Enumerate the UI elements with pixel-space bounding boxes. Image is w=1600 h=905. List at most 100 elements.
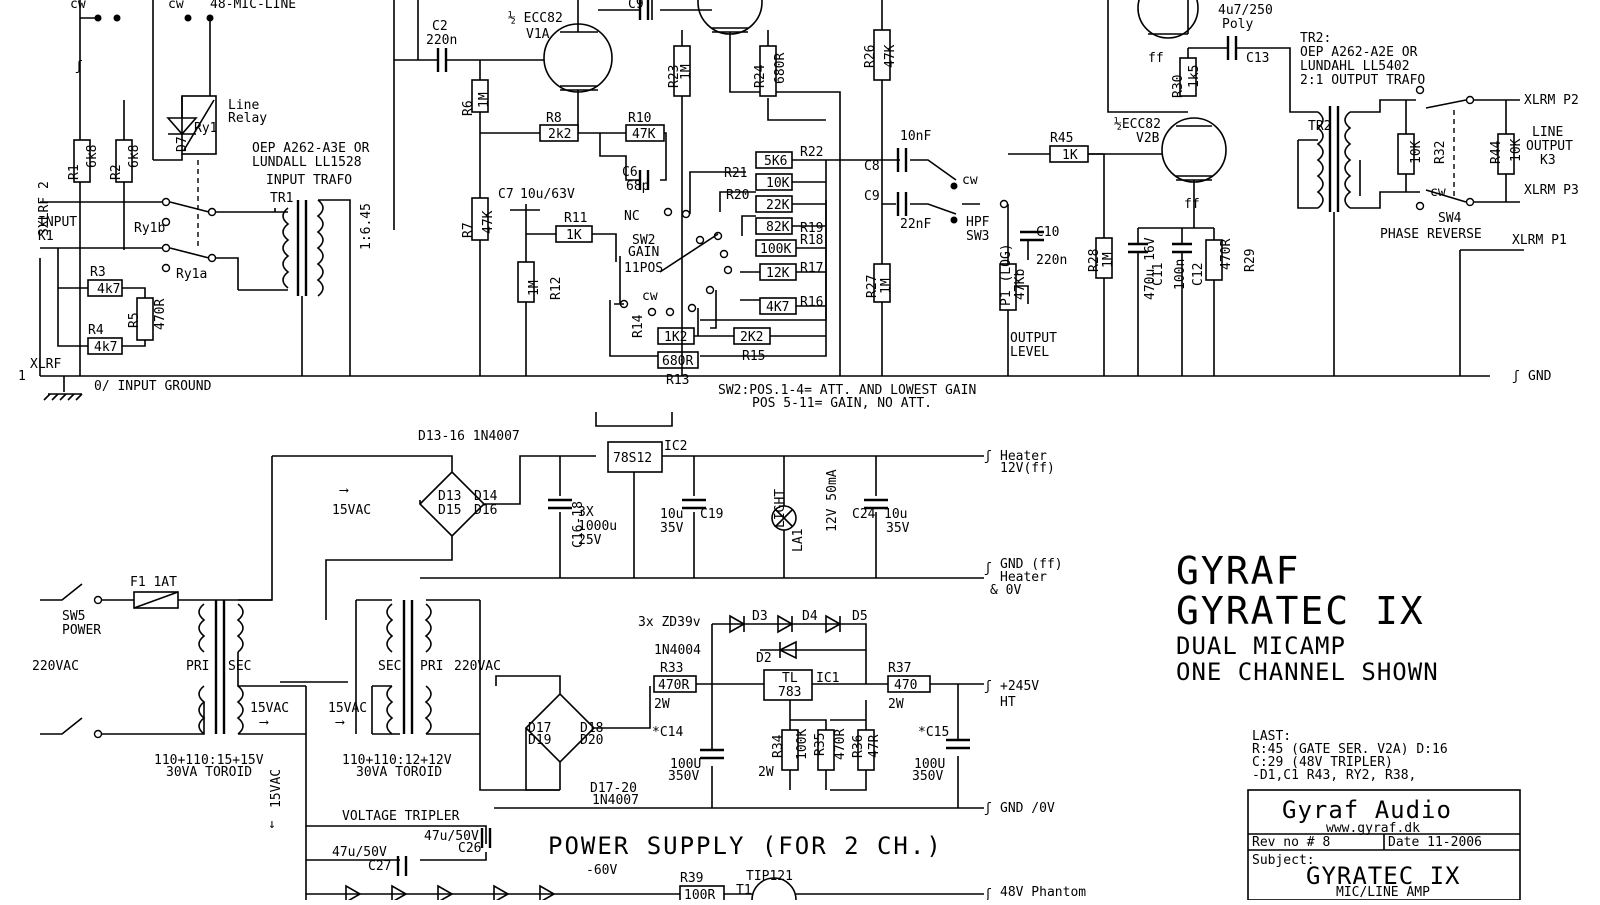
r11-label: R11 <box>564 211 587 226</box>
ry1b-label: Ry1b <box>134 221 165 236</box>
vac15-label-4: 15VAC <box>269 769 284 808</box>
svg-text:ʃ: ʃ <box>984 561 992 576</box>
r5-label: R5 <box>127 312 142 328</box>
c26-label: C26 <box>458 841 481 856</box>
input-label: INPUT <box>38 215 77 230</box>
r18-value: 100K <box>760 242 791 257</box>
c19-label: C19 <box>700 507 723 522</box>
xlrm-p3-label: XLRM P3 <box>1524 183 1579 198</box>
c24-value-1: 10u <box>884 507 907 522</box>
title-area: GYRAF GYRATEC IX DUAL MICAMP ONE CHANNEL… <box>1176 549 1521 901</box>
c8-value: 10nF <box>900 129 931 144</box>
toroid2-label-1: 110+110:12+12V <box>342 753 452 768</box>
resistor-r10 <box>625 124 665 142</box>
d15-label: D15 <box>438 503 461 518</box>
p1-label: P1 (LOG) <box>999 243 1014 306</box>
k1-label: K1 <box>38 229 54 244</box>
resistor-r24 <box>759 45 777 97</box>
tip121-label: TIP121 <box>746 869 793 884</box>
power-label: POWER <box>62 623 101 638</box>
resistor-r12 <box>517 261 535 303</box>
svg-text:ʃ: ʃ <box>984 887 992 900</box>
resistor-r23 <box>673 45 691 97</box>
tr2-label-3: LUNDAHL LL5402 <box>1300 59 1410 74</box>
last-line-3: C:29 (48V TRIPLER) <box>1252 755 1393 770</box>
relay-label-1: Line <box>228 98 259 113</box>
terminal-marks: ʃ ʃ ʃ ʃ ʃ ʃ <box>984 369 1520 902</box>
vac220-label: 220VAC <box>32 659 79 674</box>
phantom-label: 48V Phantom <box>1000 885 1086 900</box>
regulator-ic2 <box>607 441 663 473</box>
minus60-label: -60V <box>586 863 617 878</box>
pin1-label: 1 <box>18 369 26 384</box>
svg-text:ʃ: ʃ <box>984 449 992 464</box>
gndff-label-2: Heater <box>1000 570 1047 585</box>
r34-value: 100K <box>795 729 810 760</box>
d17-20-type: 1N4007 <box>592 793 639 808</box>
ff-label-2: ff <box>1184 197 1200 212</box>
v1a-type: ½ ECC82 <box>508 11 563 26</box>
toroid1-label-2: 30VA TOROID <box>166 765 252 780</box>
r28-label: R28 <box>1087 249 1102 272</box>
tr1-label-2: LUNDALL LL1528 <box>252 155 362 170</box>
c16-label: C16-18 <box>571 501 586 548</box>
xlrm-p2-label: XLRM P2 <box>1524 93 1579 108</box>
r18-label: R18 <box>800 233 823 248</box>
r8-label: R8 <box>546 111 562 126</box>
sw2-label: SW2 <box>632 233 655 248</box>
input-section: cw cw 48-MIC-LINE ʃ R1 6k8 R2 6k8 Ry1 Li… <box>18 0 1490 401</box>
r20-label: R20 <box>726 188 749 203</box>
r24-label: R24 <box>753 64 768 88</box>
r2-label: R2 <box>109 164 124 180</box>
tr1-label-3: INPUT TRAFO <box>266 173 352 188</box>
r17-value: 12K <box>766 266 790 281</box>
c7-value: 10u/63V <box>520 187 575 202</box>
subject-subtitle: MIC/LINE AMP <box>1336 885 1430 900</box>
c13-label: C13 <box>1246 51 1269 66</box>
r23-value: 1M <box>679 64 694 80</box>
resistor-r7 <box>471 197 489 241</box>
heater-label-2: 12V(ff) <box>1000 461 1055 476</box>
heater-label-1: Heater <box>1000 449 1047 464</box>
resistor-r30 <box>1179 57 1197 97</box>
1n4004-label: 1N4004 <box>654 643 701 658</box>
c2-label: C2 <box>432 19 448 34</box>
r16-value: 4K7 <box>766 300 789 315</box>
c10-value: 220n <box>1036 253 1067 268</box>
c13-value-2: Poly <box>1222 17 1253 32</box>
toroid2-label-2: 30VA TOROID <box>356 765 442 780</box>
r21-label: R21 <box>724 166 747 181</box>
la1-value: 12V 50mA <box>825 469 840 532</box>
sw2-pos: 11POS <box>624 261 663 276</box>
c12-label: C12 <box>1191 263 1206 286</box>
power-supply-title: POWER SUPPLY (FOR 2 CH.) <box>548 832 943 860</box>
c9-label: C9 <box>864 189 880 204</box>
r35-label: R35 <box>813 733 828 756</box>
r28-value: 1M <box>1101 252 1116 268</box>
phase-reverse-label: PHASE REVERSE <box>1380 227 1482 242</box>
c11-value: 470u 16V <box>1143 237 1158 300</box>
r12-label: R12 <box>549 277 564 300</box>
r7-value: 47K <box>481 210 496 234</box>
resistor-r4 <box>87 337 123 355</box>
cw-label: cw <box>70 0 86 12</box>
tube-v2a <box>1137 0 1199 39</box>
tube-v1b <box>697 0 763 35</box>
light-label: LIGHT <box>773 489 788 528</box>
resistor-r5 <box>136 297 154 341</box>
vac15-label: 15VAC <box>332 503 371 518</box>
r35-value: 470R <box>833 729 848 760</box>
svg-text:ʃ: ʃ <box>984 801 992 816</box>
sw3-label: SW3 <box>966 229 989 244</box>
gnd-label: GND <box>1528 369 1552 384</box>
tr2-label-4: 2:1 OUTPUT TRAFO <box>1300 73 1425 88</box>
d3-label: D3 <box>752 609 768 624</box>
c27-value: 47u/50V <box>332 845 387 860</box>
sw5-label: SW5 <box>62 609 85 624</box>
c26-value: 47u/50V <box>424 829 479 844</box>
d19-label: D19 <box>528 733 551 748</box>
r36-value: 47R <box>867 734 882 758</box>
line-output-2: OUTPUT <box>1526 139 1573 154</box>
c14-label: *C14 <box>652 725 683 740</box>
r29-value: 470R <box>1219 239 1234 270</box>
